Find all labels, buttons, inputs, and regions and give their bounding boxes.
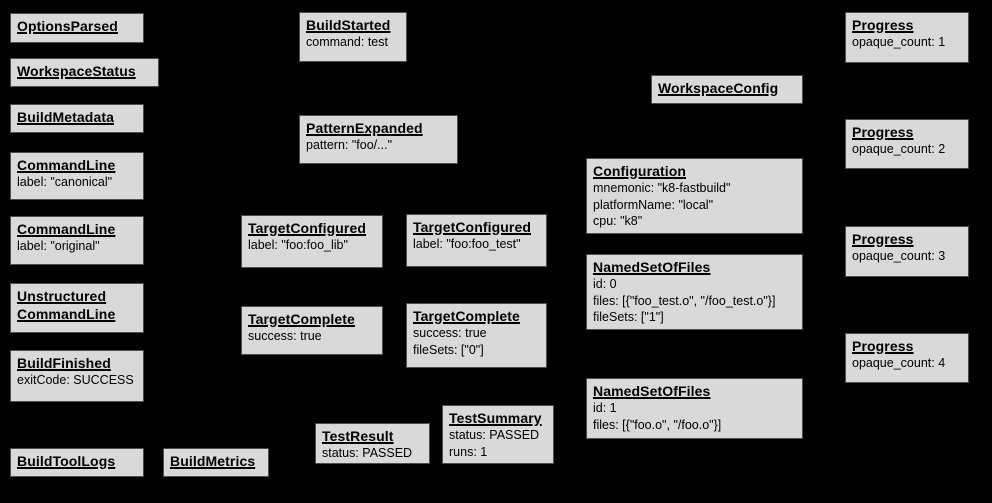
box-field: label: "foo:foo_lib" xyxy=(248,238,348,252)
box-field: mnemonic: "k8-fastbuild" xyxy=(593,181,731,195)
box-field: platformName: "local" xyxy=(593,197,714,212)
box-title: BuildMetadata xyxy=(17,109,114,125)
event-box-target-complete-lib: TargetComplete success: true xyxy=(241,306,383,355)
box-field: pattern: "foo/..." xyxy=(306,138,393,152)
box-title: TargetConfigured xyxy=(248,220,367,236)
box-title: TestSummary xyxy=(449,410,542,426)
box-title: CommandLine xyxy=(17,221,116,237)
event-box-command-line-canonical: CommandLine label: "canonical" xyxy=(10,152,144,200)
event-box-build-metadata: BuildMetadata xyxy=(10,104,144,133)
box-title: TargetConfigured xyxy=(413,219,532,235)
event-box-test-result: TestResult status: PASSED xyxy=(315,423,430,464)
box-title: Unstructured CommandLine xyxy=(17,288,116,322)
event-box-build-metrics: BuildMetrics xyxy=(163,448,269,477)
box-field: success: true xyxy=(248,329,322,343)
event-box-build-tool-logs: BuildToolLogs xyxy=(10,448,144,477)
event-box-configuration: Configuration mnemonic: "k8-fastbuild" p… xyxy=(586,158,803,234)
event-box-progress-1: Progress opaque_count: 1 xyxy=(845,12,969,63)
box-field: opaque_count: 4 xyxy=(852,356,946,370)
event-box-progress-2: Progress opaque_count: 2 xyxy=(845,119,969,169)
event-box-test-summary: TestSummary status: PASSED runs: 1 xyxy=(442,405,554,464)
box-title: TargetComplete xyxy=(248,311,355,327)
box-title: BuildMetrics xyxy=(170,453,256,469)
event-box-target-complete-test: TargetComplete success: true fileSets: [… xyxy=(406,303,547,368)
event-box-pattern-expanded: PatternExpanded pattern: "foo/..." xyxy=(299,115,458,164)
box-title: OptionsParsed xyxy=(17,18,118,34)
box-field: success: true xyxy=(413,326,487,340)
event-box-target-configured-test: TargetConfigured label: "foo:foo_test" xyxy=(406,214,547,267)
event-box-progress-4: Progress opaque_count: 4 xyxy=(845,333,969,383)
box-field: label: "foo:foo_test" xyxy=(413,237,521,251)
event-box-build-finished: BuildFinished exitCode: SUCCESS xyxy=(10,350,144,402)
box-field: runs: 1 xyxy=(449,444,488,459)
box-title: Progress xyxy=(852,338,914,354)
box-field: exitCode: SUCCESS xyxy=(17,373,134,387)
box-title: NamedSetOfFiles xyxy=(593,259,711,275)
box-title: WorkspaceConfig xyxy=(658,80,779,96)
box-field: id: 1 xyxy=(593,401,617,415)
box-field: status: PASSED xyxy=(449,428,540,442)
box-field: files: [{"foo.o", "/foo.o"}] xyxy=(593,417,722,432)
box-field: id: 0 xyxy=(593,277,617,291)
event-box-named-set-of-files-0: NamedSetOfFiles id: 0 files: [{"foo_test… xyxy=(586,254,803,330)
box-title: BuildFinished xyxy=(17,355,111,371)
box-title: PatternExpanded xyxy=(306,120,423,136)
box-title: BuildStarted xyxy=(306,17,391,33)
box-field: opaque_count: 3 xyxy=(852,249,946,263)
box-field: files: [{"foo_test.o", "/foo_test.o"}] xyxy=(593,293,776,308)
box-title: Progress xyxy=(852,17,914,33)
box-title: TargetComplete xyxy=(413,308,520,324)
box-field: fileSets: ["0"] xyxy=(413,342,484,357)
event-box-unstructured-command-line: Unstructured CommandLine xyxy=(10,283,144,333)
box-title: Configuration xyxy=(593,163,687,179)
box-title: CommandLine xyxy=(17,157,116,173)
box-field: opaque_count: 1 xyxy=(852,35,946,49)
box-title: TestResult xyxy=(322,428,394,444)
event-box-options-parsed: OptionsParsed xyxy=(10,13,144,43)
event-box-command-line-original: CommandLine label: "original" xyxy=(10,216,144,265)
box-field: label: "original" xyxy=(17,239,100,253)
box-field: command: test xyxy=(306,35,388,49)
box-field: opaque_count: 2 xyxy=(852,142,946,156)
event-box-build-started: BuildStarted command: test xyxy=(299,12,407,62)
event-box-progress-3: Progress opaque_count: 3 xyxy=(845,226,969,277)
event-box-target-configured-lib: TargetConfigured label: "foo:foo_lib" xyxy=(241,215,383,268)
box-title: Progress xyxy=(852,231,914,247)
box-field: cpu: "k8" xyxy=(593,214,643,228)
box-title: NamedSetOfFiles xyxy=(593,383,711,399)
box-field: label: "canonical" xyxy=(17,175,113,189)
box-title: BuildToolLogs xyxy=(17,453,116,469)
event-box-named-set-of-files-1: NamedSetOfFiles id: 1 files: [{"foo.o", … xyxy=(586,378,803,439)
box-field: status: PASSED xyxy=(322,446,413,460)
box-field: fileSets: ["1"] xyxy=(593,310,664,324)
event-box-workspace-config: WorkspaceConfig xyxy=(651,75,803,104)
event-box-workspace-status: WorkspaceStatus xyxy=(10,58,159,87)
box-title: Progress xyxy=(852,124,914,140)
box-title: WorkspaceStatus xyxy=(17,63,136,79)
